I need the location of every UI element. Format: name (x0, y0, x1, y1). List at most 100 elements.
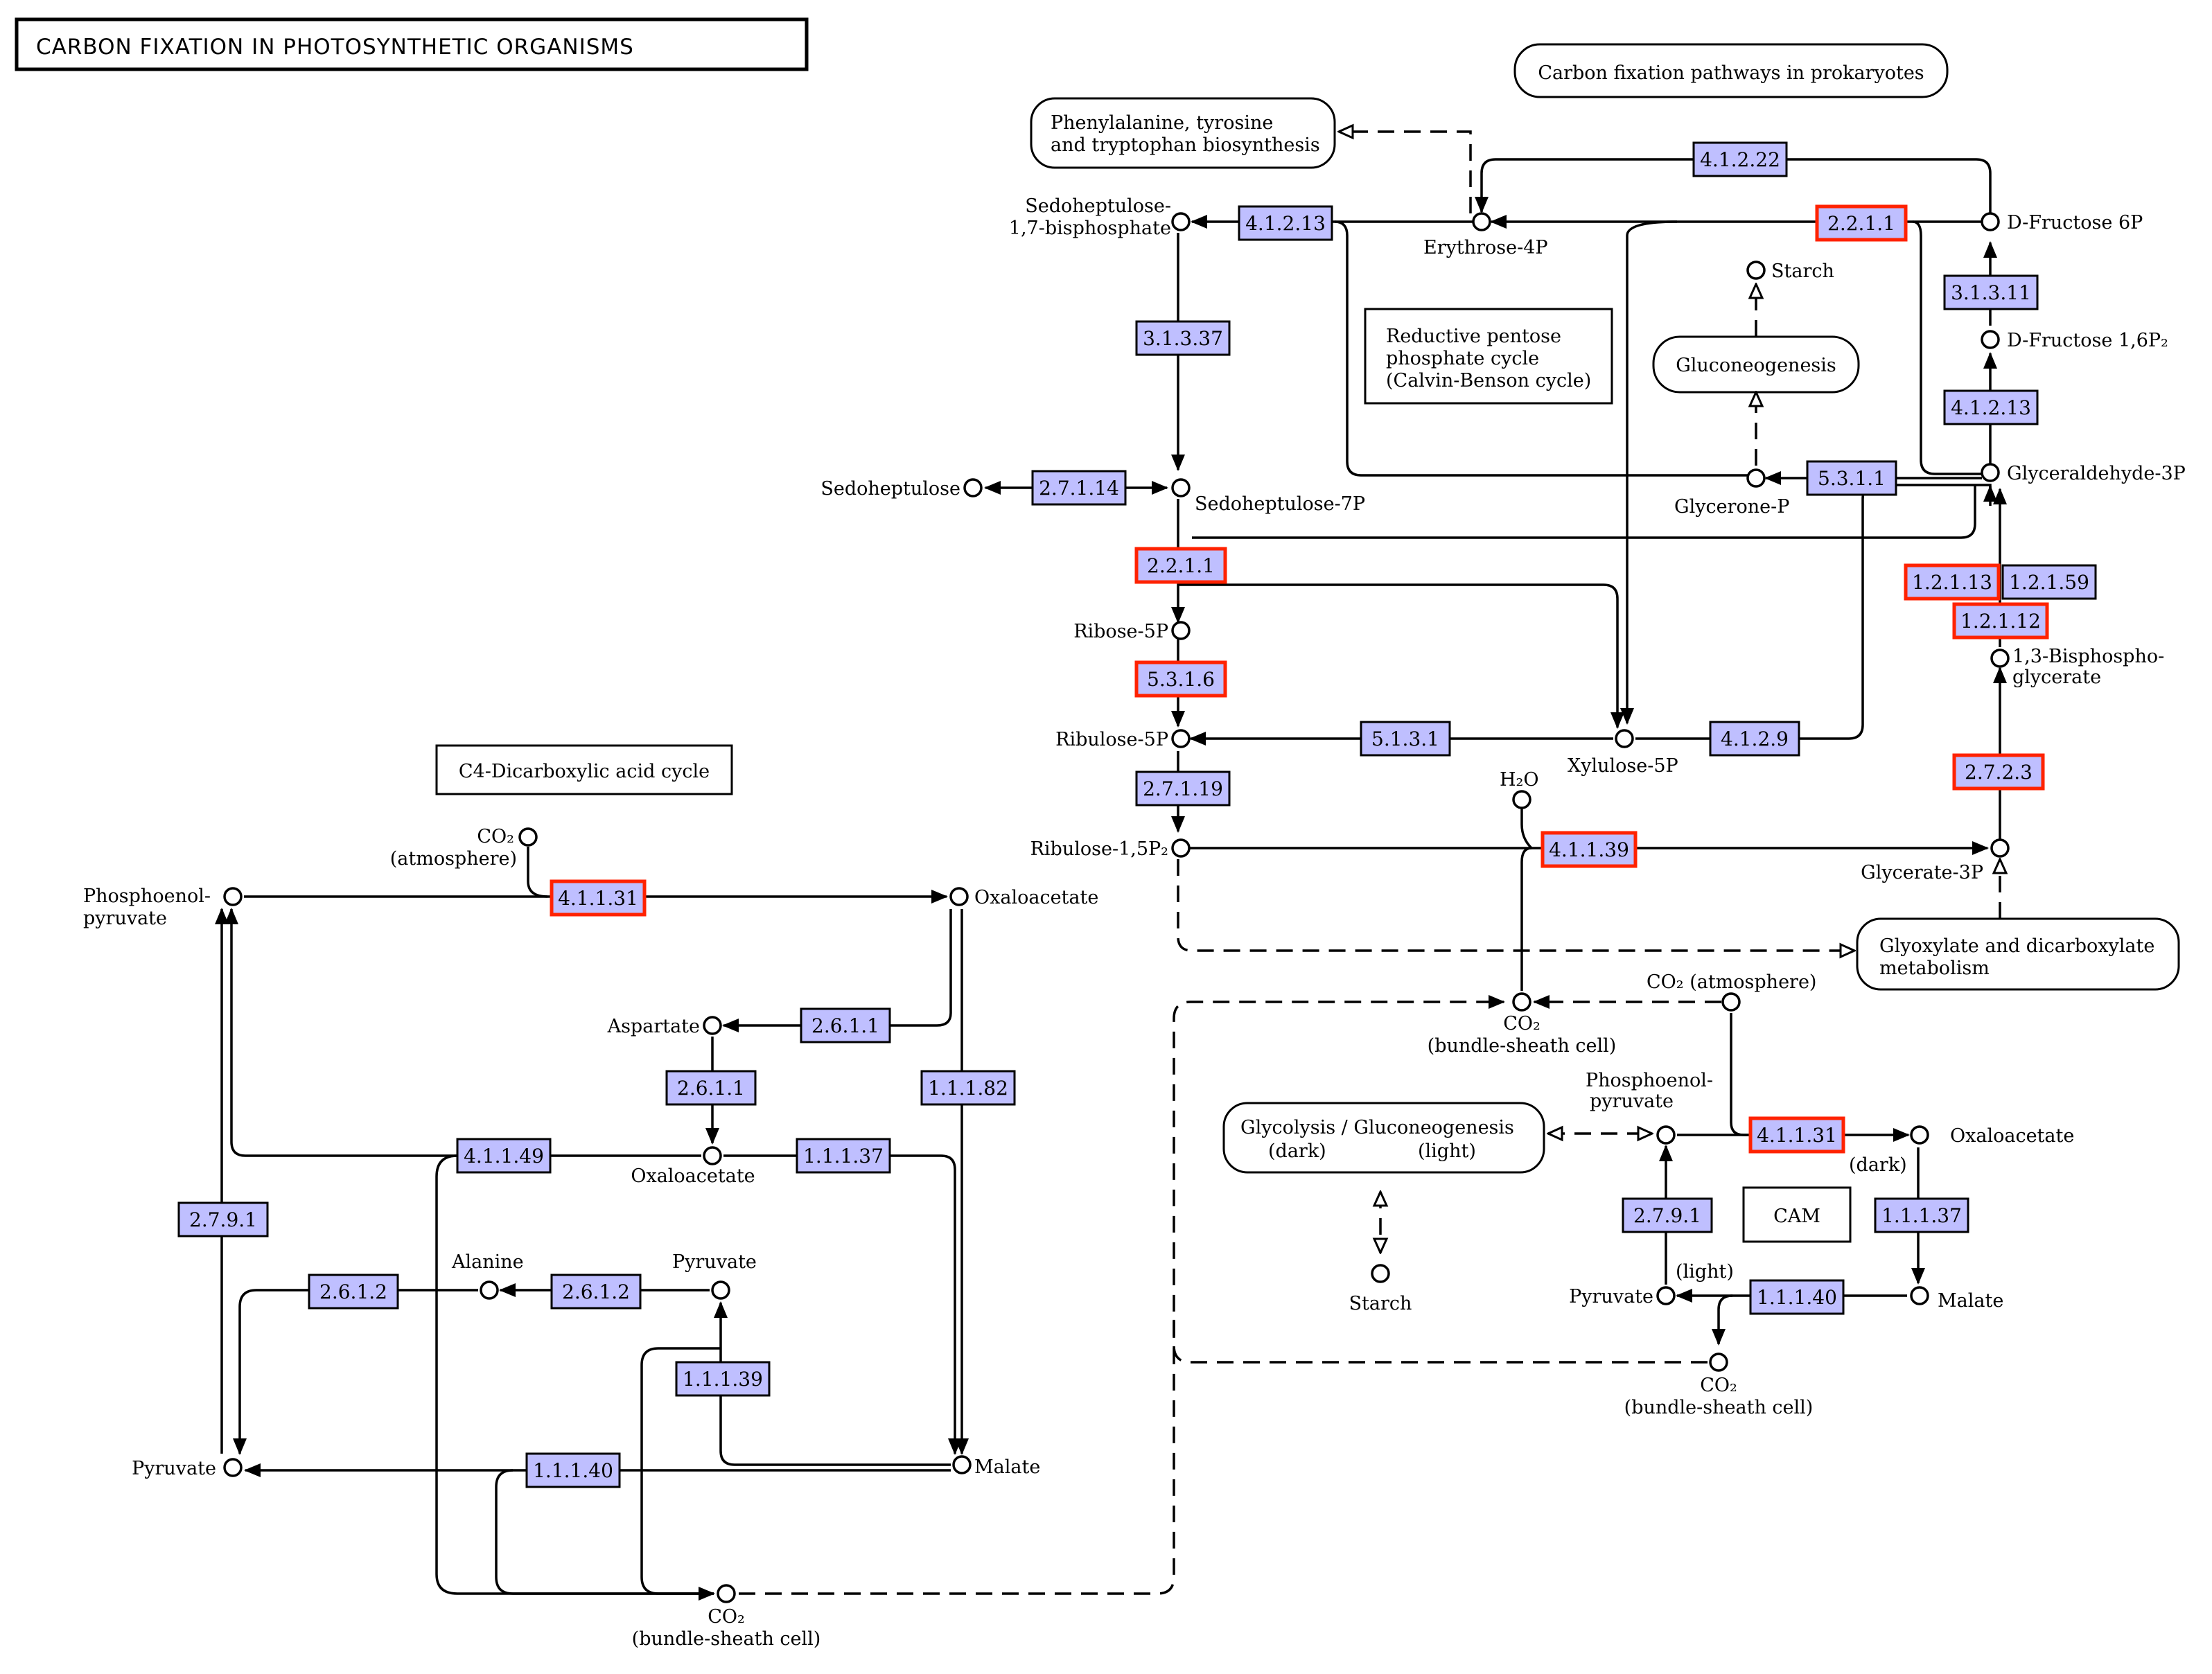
enzyme-label[interactable]: 1.1.1.82 (928, 1077, 1008, 1100)
enzyme-label[interactable]: 2.7.1.14 (1039, 477, 1119, 500)
enzyme-rect[interactable] (1622, 1197, 1713, 1233)
enzyme-box-e2-7-9-1a[interactable]: 2.7.9.1 (177, 1201, 269, 1237)
enzyme-box-e1-1-1-40a[interactable]: 1.1.1.40 (525, 1452, 621, 1488)
enzyme-box-e2-6-1-1a[interactable]: 2.6.1.1 (800, 1007, 891, 1043)
node-co2-atm[interactable] (518, 827, 538, 847)
enzyme-label[interactable]: 2.7.9.1 (1633, 1204, 1701, 1227)
enzyme-rect[interactable] (1904, 563, 2001, 601)
enzyme-label[interactable]: 4.1.1.31 (558, 887, 638, 910)
node-pep[interactable] (223, 887, 243, 906)
node-s7p[interactable] (1171, 478, 1191, 497)
enzyme-rect[interactable] (550, 1274, 642, 1310)
node-r5p[interactable] (1171, 621, 1191, 640)
enzyme-rect[interactable] (1692, 141, 1788, 177)
node-starch[interactable] (1746, 261, 1766, 280)
enzyme-box-e2-2-1-1b[interactable]: 2.2.1.1 (1134, 547, 1227, 584)
node-malate-cam[interactable] (1910, 1286, 1929, 1305)
map-link-prokaryotes-box[interactable] (1513, 43, 1949, 98)
enzyme-box-e2-7-9-1b[interactable]: 2.7.9.1 (1622, 1197, 1713, 1233)
enzyme-label[interactable]: 3.1.3.37 (1143, 327, 1223, 350)
map-link-glycolysis-light[interactable]: (light) (1418, 1140, 1476, 1162)
enzyme-rect[interactable] (665, 1070, 757, 1106)
enzyme-rect[interactable] (1952, 753, 2045, 791)
map-link-phe-label-2[interactable]: and tryptophan biosynthesis (1051, 134, 1320, 156)
enzyme-label[interactable]: 5.3.1.1 (1818, 467, 1886, 490)
enzyme-rect[interactable] (1943, 274, 2039, 310)
enzyme-box-e1-1-1-82[interactable]: 1.1.1.82 (920, 1070, 1016, 1106)
node-h2o[interactable] (1512, 790, 1531, 809)
enzyme-box-e5-3-1-6[interactable]: 5.3.1.6 (1134, 660, 1227, 698)
enzyme-box-e2-7-1-14[interactable]: 2.7.1.14 (1031, 470, 1127, 506)
enzyme-label[interactable]: 4.1.2.22 (1700, 148, 1780, 171)
enzyme-rect[interactable] (1952, 602, 2049, 640)
enzyme-label[interactable]: 2.7.1.19 (1143, 777, 1223, 800)
enzyme-rect[interactable] (675, 1361, 771, 1397)
node-alanine[interactable] (480, 1280, 499, 1300)
node-co2-bundle[interactable] (1512, 992, 1531, 1012)
enzyme-label[interactable]: 4.1.2.13 (1951, 396, 2031, 419)
node-ru5p[interactable] (1171, 729, 1191, 748)
enzyme-label[interactable]: 5.1.3.1 (1371, 728, 1439, 750)
enzyme-label[interactable]: 4.1.1.39 (1549, 838, 1629, 861)
enzyme-label[interactable]: 2.2.1.1 (1147, 554, 1215, 577)
enzyme-rect[interactable] (800, 1007, 891, 1043)
enzyme-rect[interactable] (1540, 831, 1638, 868)
enzyme-box-e4-1-2-13a[interactable]: 4.1.2.13 (1238, 205, 1333, 241)
map-link-gluconeogenesis[interactable]: Gluconeogenesis (1652, 335, 1860, 394)
enzyme-box-e4-1-1-39[interactable]: 4.1.1.39 (1540, 831, 1638, 868)
node-bpg[interactable] (1990, 649, 2010, 668)
enzyme-rect[interactable] (1748, 1116, 1845, 1154)
node-rubp[interactable] (1171, 838, 1191, 858)
node-gap[interactable] (1981, 463, 2000, 482)
enzyme-box-e2-6-1-2b[interactable]: 2.6.1.2 (550, 1274, 642, 1310)
enzyme-rect[interactable] (1031, 470, 1127, 506)
node-oaa-c4[interactable] (703, 1146, 722, 1165)
node-aspartate[interactable] (703, 1016, 722, 1035)
enzyme-box-e1-1-1-40b[interactable]: 1.1.1.40 (1749, 1279, 1845, 1315)
enzyme-label[interactable]: 4.1.2.9 (1721, 728, 1789, 750)
enzyme-box-e1-1-1-37a[interactable]: 1.1.1.37 (796, 1138, 891, 1174)
enzyme-rect[interactable] (796, 1138, 891, 1174)
map-link-gluconeogenesis-label[interactable]: Gluconeogenesis (1676, 355, 1836, 376)
enzyme-label[interactable]: 1.2.1.59 (2009, 571, 2089, 594)
enzyme-rect[interactable] (1815, 204, 1908, 242)
node-xu5p[interactable] (1615, 729, 1634, 748)
map-link-glycolysis-box[interactable] (1222, 1102, 1545, 1174)
node-g3p[interactable] (1990, 838, 2010, 858)
enzyme-rect[interactable] (2001, 564, 2097, 600)
enzyme-rect[interactable] (525, 1452, 621, 1488)
enzyme-rect[interactable] (1806, 460, 1897, 496)
enzyme-rect[interactable] (456, 1138, 552, 1174)
enzyme-rect[interactable] (920, 1070, 1016, 1106)
map-link-phe-box[interactable] (1030, 97, 1336, 169)
enzyme-rect[interactable] (1135, 770, 1231, 807)
enzyme-label[interactable]: 3.1.3.11 (1951, 281, 2031, 304)
enzyme-box-e4-1-1-31a[interactable]: 4.1.1.31 (550, 879, 647, 917)
node-pep-cam[interactable] (1656, 1125, 1676, 1145)
enzyme-box-e4-1-2-22[interactable]: 4.1.2.22 (1692, 141, 1788, 177)
enzyme-rect[interactable] (1709, 721, 1800, 757)
enzyme-label[interactable]: 1.2.1.12 (1960, 610, 2041, 633)
enzyme-label[interactable]: 4.1.1.31 (1757, 1124, 1837, 1147)
node-oaa-cam[interactable] (1910, 1125, 1929, 1145)
enzyme-box-e2-2-1-1a[interactable]: 2.2.1.1 (1815, 204, 1908, 242)
map-link-phe-label-1[interactable]: Phenylalanine, tyrosine (1051, 112, 1273, 134)
enzyme-label[interactable]: 1.2.1.13 (1912, 571, 1992, 594)
enzyme-label[interactable]: 2.6.1.2 (319, 1280, 387, 1303)
map-link-phe-tyr-trp[interactable]: Phenylalanine, tyrosine and tryptophan b… (1030, 97, 1336, 169)
node-starch-bottom[interactable] (1371, 1264, 1390, 1283)
enzyme-label[interactable]: 4.1.2.13 (1245, 212, 1326, 235)
map-link-glycolysis-label[interactable]: Glycolysis / Gluconeogenesis (1240, 1117, 1514, 1138)
node-e4p[interactable] (1472, 212, 1491, 231)
enzyme-box-e1-2-1-59[interactable]: 1.2.1.59 (2001, 564, 2097, 600)
enzyme-rect[interactable] (177, 1201, 269, 1237)
enzyme-label[interactable]: 2.7.9.1 (189, 1208, 257, 1231)
enzyme-box-e1-2-1-13[interactable]: 1.2.1.13 (1904, 563, 2001, 601)
enzyme-box-e1-2-1-12[interactable]: 1.2.1.12 (1952, 602, 2049, 640)
enzyme-label[interactable]: 2.2.1.1 (1827, 212, 1895, 235)
enzyme-rect[interactable] (1360, 721, 1451, 757)
enzyme-label[interactable]: 1.1.1.40 (1757, 1286, 1837, 1309)
enzyme-rect[interactable] (308, 1274, 399, 1310)
enzyme-box-e2-6-1-2a[interactable]: 2.6.1.2 (308, 1274, 399, 1310)
enzyme-label[interactable]: 1.1.1.37 (1881, 1204, 1962, 1227)
